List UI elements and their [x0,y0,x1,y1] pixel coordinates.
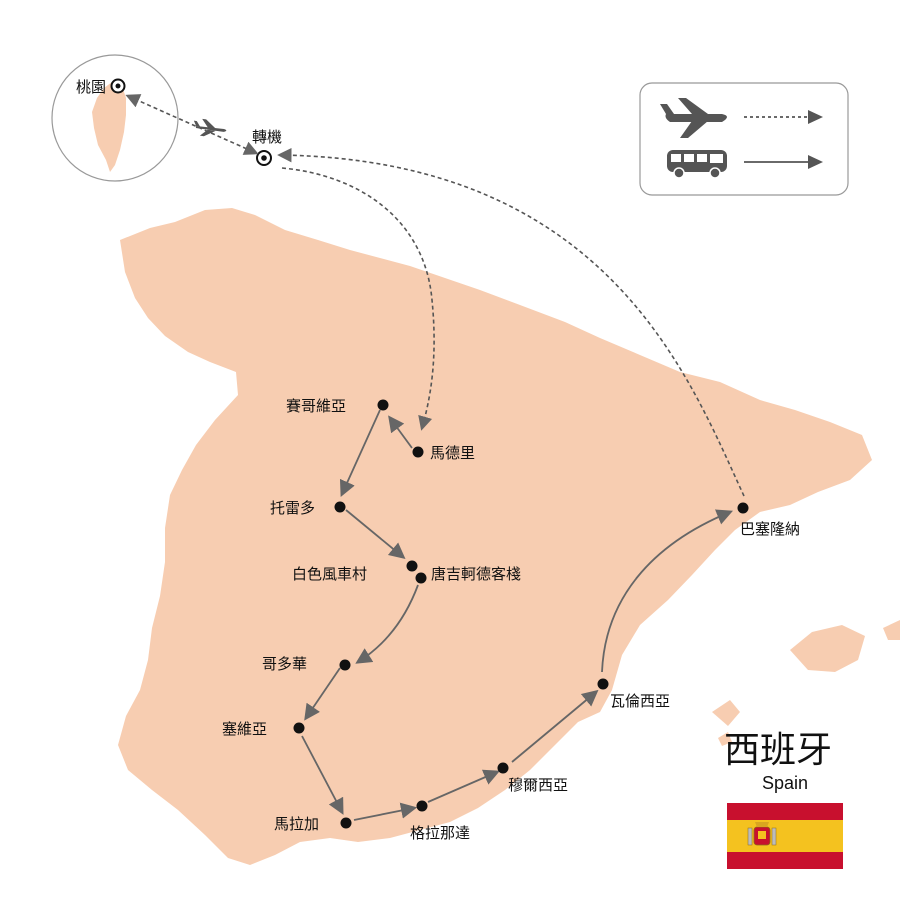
city-dot-barcelona [737,502,749,514]
city-label-seville: 塞維亞 [222,720,267,738]
city-label-valencia: 瓦倫西亞 [610,692,670,710]
route-valencia-barcelona [601,509,733,673]
route-segovia-toledo [339,409,381,497]
origin-marker [110,78,126,94]
menorca-island [883,620,900,640]
origin-label: 桃園 [76,78,106,96]
legend [639,82,849,196]
city-label-murcia: 穆爾西亞 [508,776,568,794]
flight-route-taiwan-transfer [125,94,259,155]
mallorca-island [790,625,865,672]
city-dot-toledo [334,501,346,513]
transfer-marker [256,150,272,166]
flight-route-barcelona-transfer [277,147,745,497]
city-dot-windmills [406,560,418,572]
city-label-toledo: 托雷多 [270,499,315,517]
formentera-island [718,732,732,746]
city-label-granada: 格拉那達 [410,824,470,842]
transfer-label: 轉機 [252,128,282,146]
airplane-icon [193,118,227,137]
city-dot-murcia [497,762,509,774]
legend-airplane-icon [660,98,727,138]
route-murcia-valencia [511,689,599,763]
city-label-windmills: 白色風車村 [292,565,367,583]
city-dot-donquixote [415,572,427,584]
route-malaga-granada [353,802,418,821]
city-dot-valencia [597,678,609,690]
legend-bus-icon [667,150,727,179]
city-dot-malaga [340,817,352,829]
city-dot-segovia [377,399,389,411]
city-label-madrid: 馬德里 [430,444,475,462]
route-cordoba-seville [304,667,341,721]
taiwan-island [92,82,126,172]
route-madrid-segovia [388,415,413,449]
flight-route-transfer-madrid [281,167,435,431]
city-label-cordoba: 哥多華 [262,655,307,673]
route-seville-malaga [301,735,344,815]
legend-flight-arrowhead [808,110,823,124]
city-dot-cordoba [339,659,351,671]
city-label-malaga: 馬拉加 [274,815,319,833]
spain-flag [727,803,843,869]
city-dot-madrid [412,446,424,458]
route-granada-murcia [427,769,500,803]
city-label-barcelona: 巴塞隆納 [740,520,800,538]
route-donquixote-cordoba [355,584,419,664]
legend-bus-arrowhead [808,155,823,169]
coat-of-arms-icon [747,822,777,846]
city-dot-granada [416,800,428,812]
city-label-segovia: 賽哥維亞 [286,397,346,415]
route-toledo-windmills [345,509,406,560]
ibiza-island [712,700,740,726]
country-name-zh: 西班牙 [724,730,832,771]
city-dot-seville [293,722,305,734]
spain-landmass [118,208,872,865]
country-name-en: Spain [762,773,808,793]
city-label-donquixote: 唐吉軻德客棧 [431,565,521,583]
